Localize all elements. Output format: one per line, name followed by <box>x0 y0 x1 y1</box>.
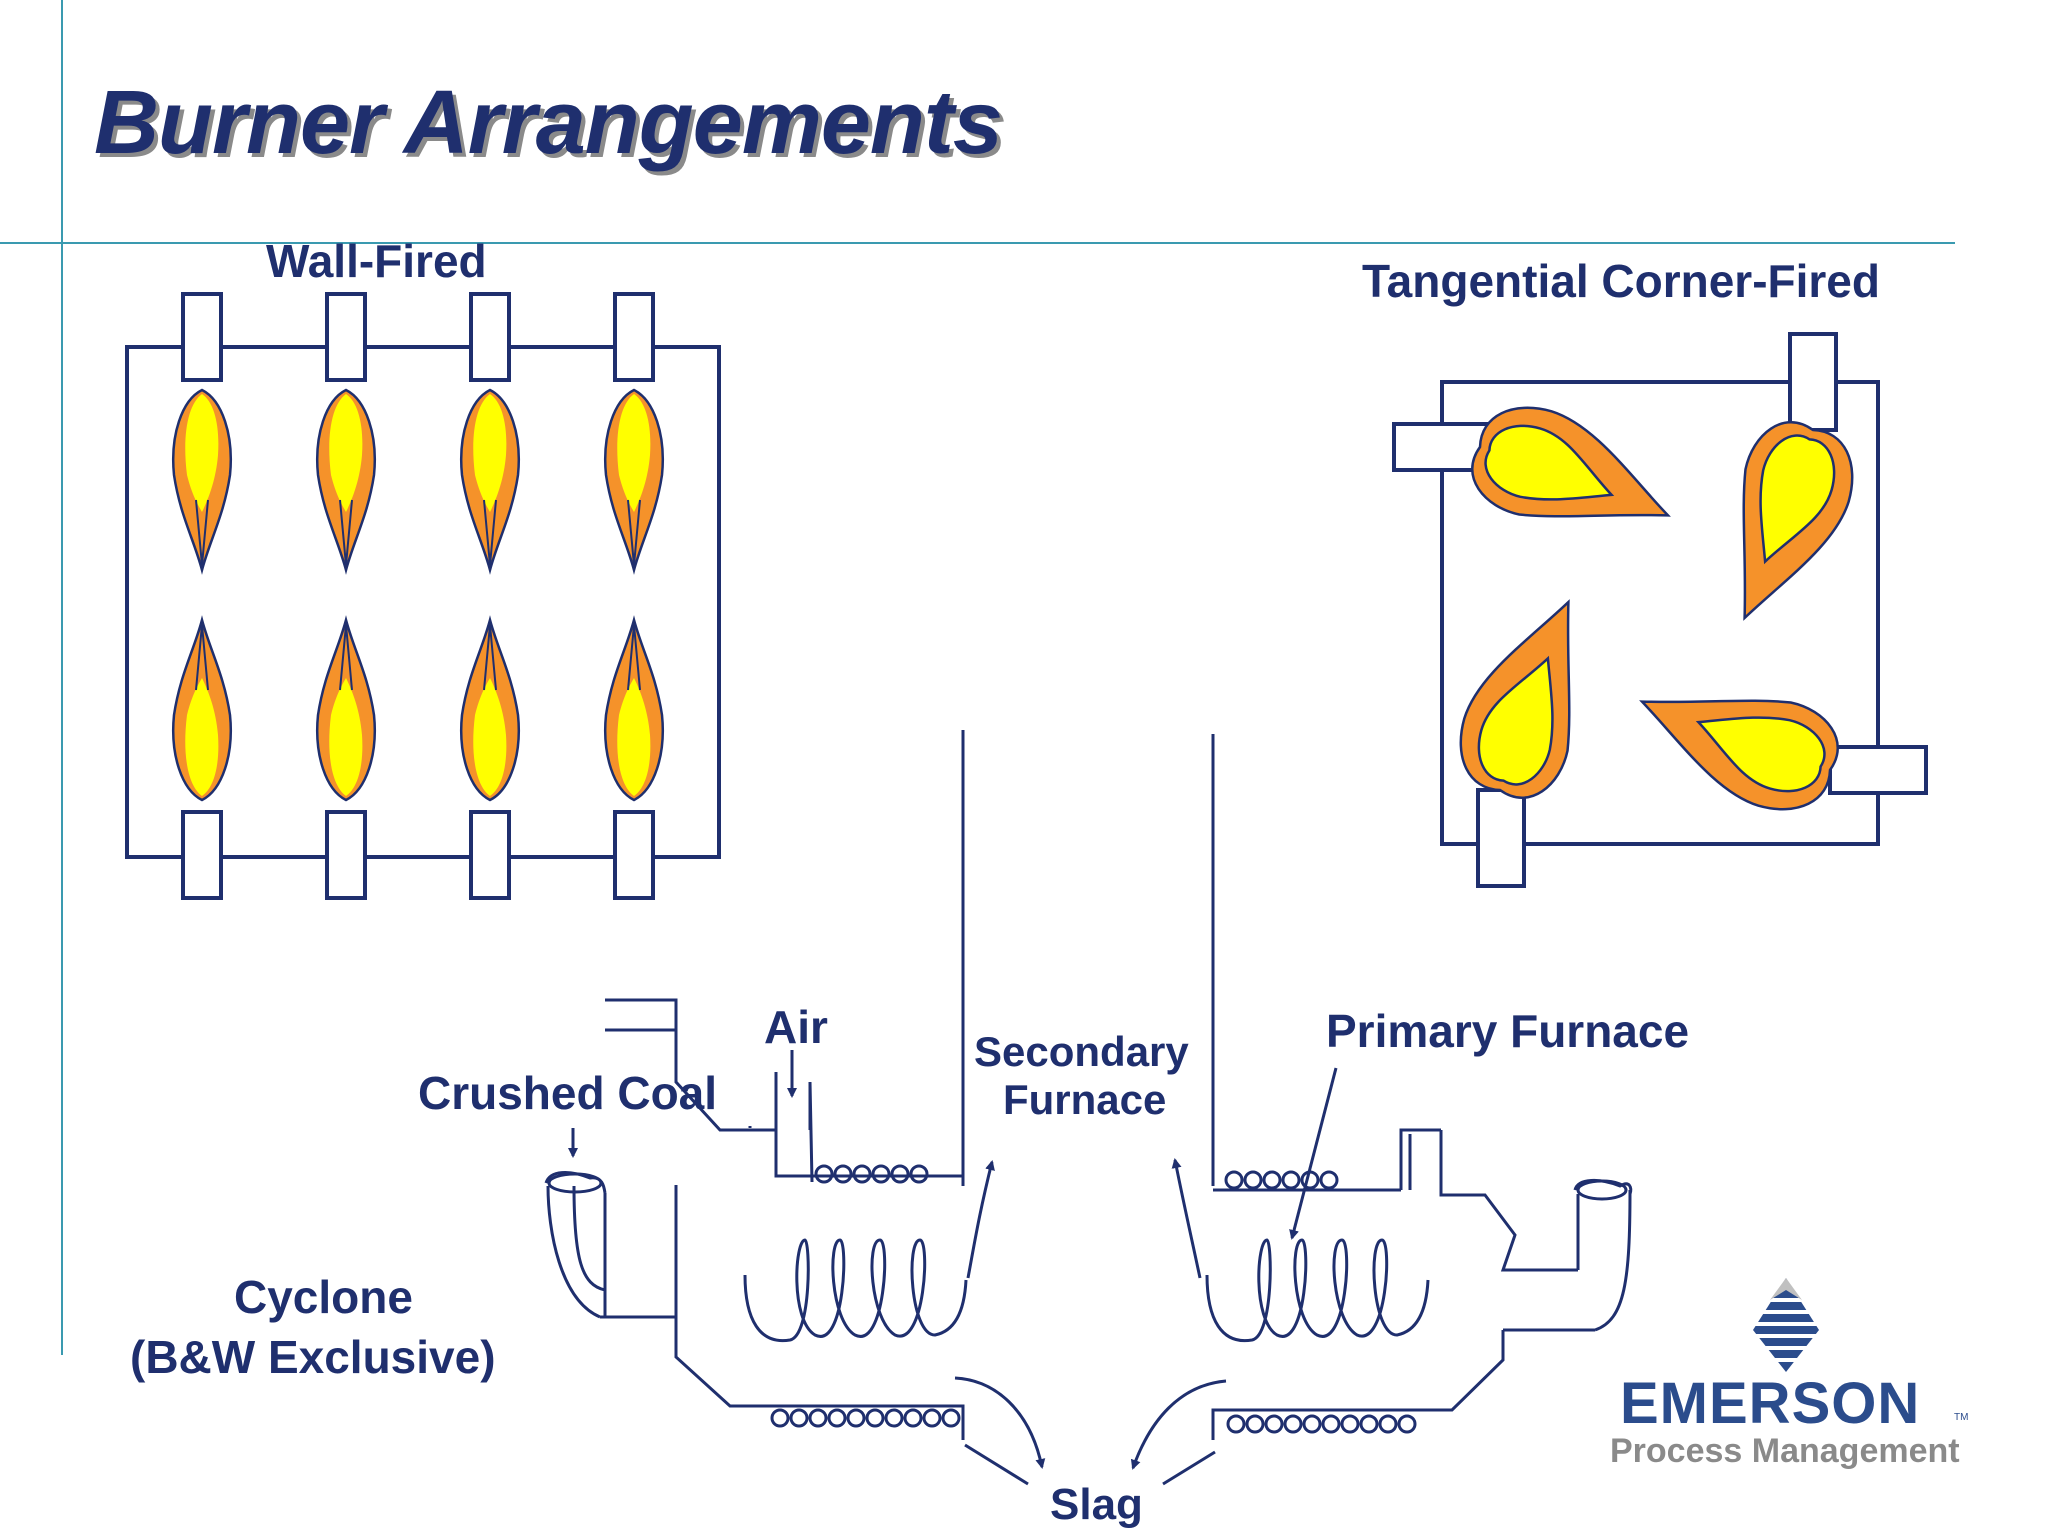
flame <box>1471 406 1671 518</box>
flame <box>1639 699 1839 811</box>
label-wall-fired: Wall-Fired <box>266 235 487 287</box>
right-bottom-coils <box>1226 1414 1417 1434</box>
left-swirl <box>743 1238 968 1343</box>
flame <box>316 388 376 575</box>
emerson-logo-mark <box>1748 1278 1826 1372</box>
wall-fired-top-flames <box>172 388 664 575</box>
label-air: Air <box>764 1001 828 1053</box>
flame <box>172 615 232 802</box>
label-primary-furnace: Primary Furnace <box>1326 1005 1690 1057</box>
flame <box>604 615 664 802</box>
right-slag-arrow <box>1130 1379 1227 1470</box>
label-cyclone-line1: Cyclone <box>234 1271 413 1323</box>
label-tangential: Tangential Corner-Fired <box>1362 255 1880 307</box>
left-cyclone <box>544 730 965 1440</box>
emerson-logo-tagline: Process Management <box>1610 1432 1960 1470</box>
flow-arrows <box>568 1050 1338 1486</box>
slag-leader-left <box>964 1443 1029 1486</box>
label-cyclone-line2: (B&W Exclusive) <box>130 1331 496 1383</box>
flame <box>1459 599 1571 799</box>
flame <box>1742 421 1854 621</box>
wall-fired-bottom-burners <box>181 810 655 900</box>
label-secondary-furnace-line1: Secondary <box>974 1028 1189 1075</box>
flame <box>460 615 520 802</box>
left-top-coils <box>814 1164 929 1184</box>
right-top-coils <box>1224 1170 1339 1190</box>
tangential-flames <box>1459 406 1854 811</box>
emerson-trademark: TM <box>1954 1412 1969 1423</box>
wall-fired-diagram <box>125 292 721 900</box>
tangential-diagram <box>1392 332 1928 888</box>
left-slag-arrow <box>954 1376 1046 1469</box>
emerson-logo-text: EMERSON <box>1620 1371 1921 1436</box>
slag-leader-right <box>1162 1450 1216 1486</box>
left-exit-arrow <box>966 1160 995 1279</box>
flame <box>172 388 232 575</box>
primary-furnace-pointer <box>1289 1067 1338 1240</box>
label-secondary-furnace-line2: Furnace <box>1003 1076 1167 1123</box>
left-bottom-coils <box>770 1408 961 1428</box>
slide-guide-lines <box>0 0 1955 1355</box>
right-swirl <box>1205 1238 1430 1343</box>
flame <box>460 388 520 575</box>
wall-fired-top-burners <box>181 292 655 382</box>
label-crushed-coal: Crushed Coal <box>418 1067 718 1119</box>
tangential-burners <box>1392 332 1928 888</box>
wall-fired-furnace <box>125 345 721 859</box>
cyclone-diagram <box>544 730 1633 1486</box>
tangential-furnace <box>1440 380 1880 846</box>
right-exit-arrow <box>1171 1158 1202 1279</box>
wall-fired-bottom-flames <box>172 615 664 802</box>
slide-title: Burner Arrangements <box>94 73 1003 173</box>
right-cyclone <box>1211 734 1633 1440</box>
flame <box>316 615 376 802</box>
flame <box>604 388 664 575</box>
label-slag: Slag <box>1050 1480 1143 1529</box>
